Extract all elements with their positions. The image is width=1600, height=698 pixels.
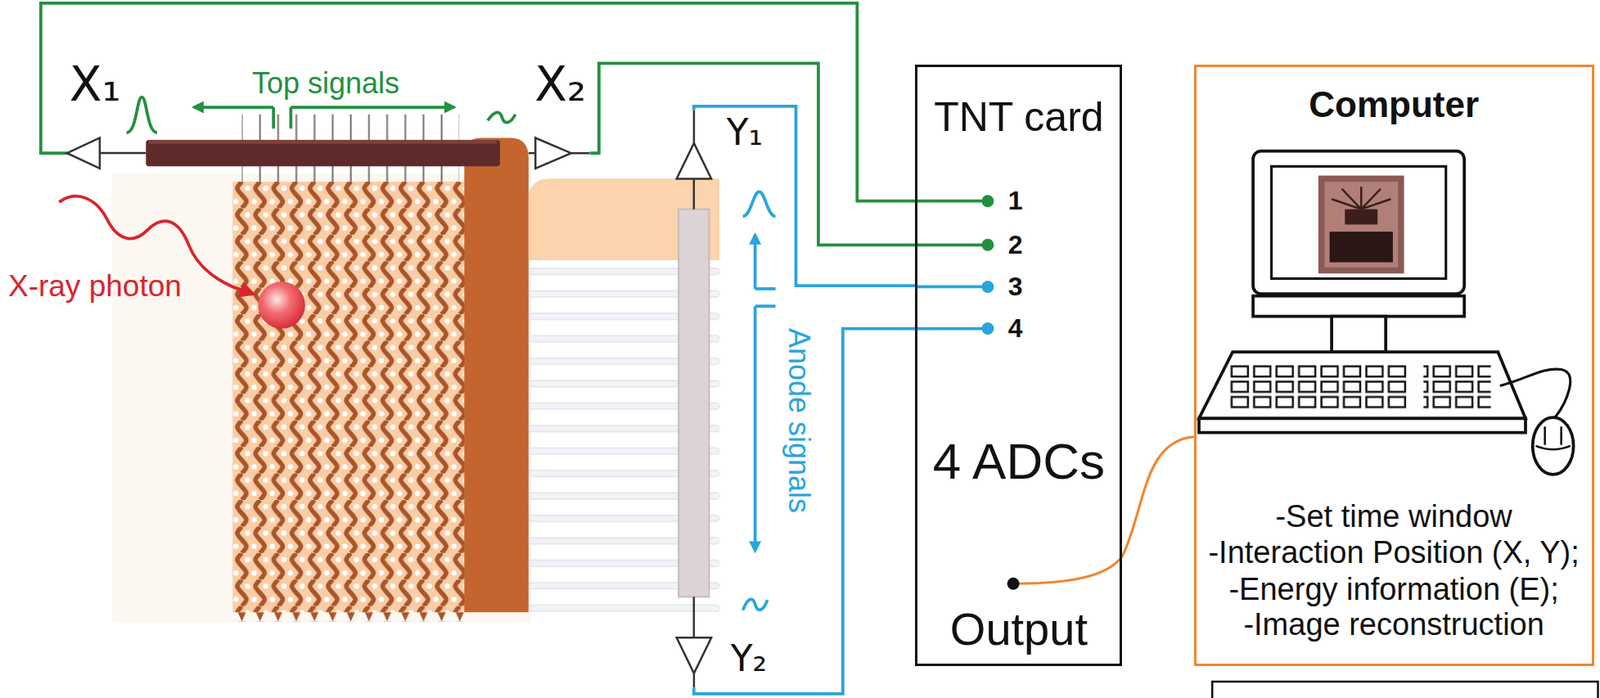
wire-grid-ground [232, 181, 469, 613]
output-lead [1013, 556, 1123, 585]
interaction-point [257, 281, 305, 329]
signal-wire [694, 329, 916, 695]
small-pulse [743, 599, 768, 610]
tick [755, 304, 776, 308]
card-adc-text: 4 ADCs [932, 432, 1105, 491]
anode-bar [678, 209, 709, 598]
tick [271, 107, 275, 129]
lead [693, 596, 695, 638]
computer-title: Computer [1308, 84, 1479, 127]
computer-box: Computer -Set time window-Interaction Pos… [1194, 64, 1595, 668]
top-strip-edge [148, 139, 497, 145]
monitor-neck [1331, 316, 1386, 353]
task-line: -Set time window [1275, 499, 1512, 536]
output-dot [1007, 577, 1020, 591]
pin-dot [981, 194, 994, 208]
computer-illustration [1198, 151, 1574, 475]
mouse [1532, 417, 1574, 475]
keyboard [1198, 351, 1526, 419]
screen-image [1331, 186, 1391, 209]
top-signal-arrows [126, 97, 516, 134]
amplifier-symbol [676, 637, 712, 674]
pin-dot [981, 322, 994, 335]
arrow [290, 105, 454, 109]
amplifier: Y₂ [673, 632, 776, 688]
keyboard-edge [1198, 418, 1526, 433]
wire-grid [232, 181, 469, 613]
pin-number: 3 [1008, 271, 1024, 302]
pin-wire [914, 199, 988, 203]
lead [99, 152, 146, 154]
keys [1423, 364, 1491, 411]
amplifier-label: X₂ [534, 57, 586, 113]
monitor-screen [1271, 166, 1447, 279]
pin-number: 4 [1008, 313, 1024, 344]
signal-wire [40, 3, 916, 202]
pin-number: 2 [1008, 229, 1024, 261]
signal-label: Top signals [252, 66, 400, 100]
signal-wire [590, 63, 916, 245]
amplifier-label: Y₂ [730, 638, 768, 681]
card-pins [914, 194, 1123, 591]
signal-wire [1122, 437, 1194, 557]
wire-ends [232, 612, 469, 622]
amplifier-symbol [536, 137, 573, 168]
amplifier: X₂ [530, 57, 590, 172]
screen-image [1318, 175, 1405, 275]
pin-dot [981, 238, 994, 252]
monitor [1252, 151, 1465, 295]
pin-wire [914, 243, 988, 247]
small-pulse [487, 112, 516, 122]
amplifier-lead [571, 152, 590, 154]
tnt-card-box: TNT card 4 ADCsOutput [914, 64, 1123, 668]
amplifier-label: X₁ [69, 57, 122, 113]
side-band [464, 137, 529, 613]
partial-box [1212, 681, 1598, 698]
lead [693, 178, 695, 209]
card-output-text: Output [950, 603, 1088, 656]
pulse [126, 97, 158, 134]
anode-signal-arrows [743, 191, 776, 610]
amplifier-symbol [676, 143, 712, 180]
tick [755, 287, 776, 291]
task-line: -Energy information (E); [1228, 572, 1559, 609]
tick [288, 107, 293, 129]
signal-wire [694, 106, 916, 286]
pin-wire [914, 285, 988, 289]
mouse-buttons [1535, 426, 1570, 450]
amplifier: X₁ [67, 57, 125, 172]
amplifier-leads [99, 153, 695, 638]
screen-image [1344, 209, 1378, 226]
arrow [753, 234, 758, 289]
keys [1229, 364, 1409, 411]
screen-image [1329, 231, 1393, 262]
card-title: TNT card [933, 94, 1104, 142]
amplifier-symbol [67, 137, 100, 168]
task-line: -Interaction Position (X, Y); [1207, 535, 1579, 572]
mouse-cord [1500, 369, 1571, 418]
screen-image [1324, 181, 1398, 268]
top-strip [145, 139, 501, 167]
detector-body [112, 114, 720, 623]
amplifier-label: Y₁ [726, 112, 764, 154]
pulse [743, 191, 776, 217]
photon-label: X-ray photon [8, 269, 182, 305]
pin-dot [981, 280, 994, 293]
amplifier-lead [693, 110, 695, 144]
signal-label: Anode signals [782, 328, 816, 514]
x-ray [58, 196, 305, 330]
pin-number: 1 [1008, 185, 1024, 217]
arrow [193, 105, 274, 109]
task-line: -Image reconstruction [1243, 607, 1545, 644]
pin-wire [914, 327, 988, 331]
amplifier: Y₁ [673, 110, 771, 182]
monitor-chin [1252, 296, 1465, 317]
arrow [753, 306, 758, 551]
